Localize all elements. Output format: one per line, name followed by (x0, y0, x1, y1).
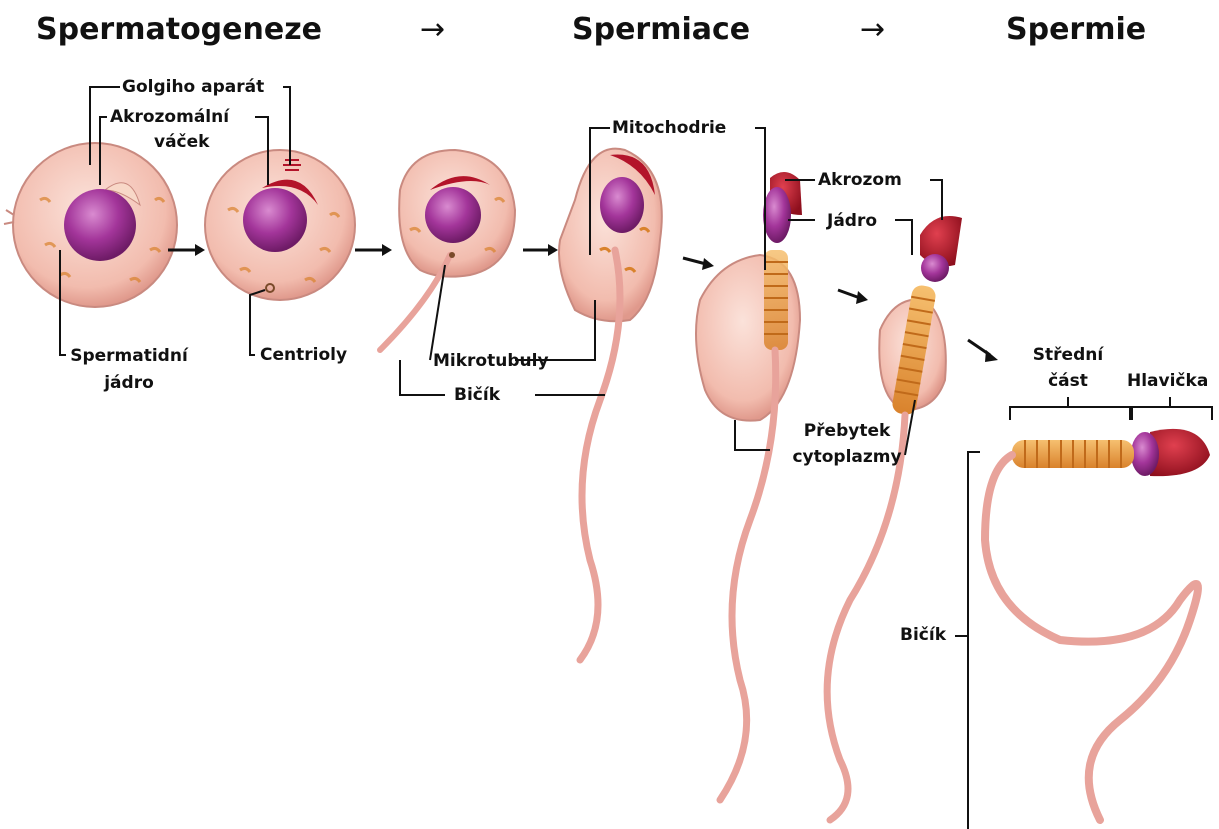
mature-spermatozoon (985, 429, 1210, 820)
title-spermiogenesis: Spermiace (572, 12, 750, 47)
title-spermatogenesis: Spermatogeneze (36, 12, 322, 47)
label-excess-cytoplasm-2: cytoplazmy (772, 446, 922, 468)
label-acrosome: Akrozom (818, 169, 902, 191)
cell-stage-3 (380, 150, 515, 350)
label-head: Hlavička (1127, 370, 1208, 392)
label-mitochondria: Mitochodrie (612, 117, 726, 139)
title-spermatozoon: Spermie (1006, 12, 1146, 47)
cell-stage-1 (4, 143, 177, 307)
title-arrow-1: → (420, 12, 445, 47)
label-nucleus: Jádro (827, 210, 877, 232)
label-spermatid-nucleus-1: Spermatidní (64, 345, 194, 367)
title-arrow-2: → (860, 12, 885, 47)
label-microtubules: Mikrotubuly (433, 350, 549, 372)
cell-stage-2 (205, 150, 355, 300)
label-flagellum-mature: Bičík (900, 624, 946, 646)
label-flagellum: Bičík (454, 384, 500, 406)
label-acrosomal-vesicle-1: Akrozomální (110, 106, 229, 128)
label-excess-cytoplasm-1: Přebytek (772, 420, 922, 442)
label-spermatid-nucleus-2: jádro (64, 372, 194, 394)
label-acrosomal-vesicle-2: váček (154, 131, 209, 153)
cell-stage-4 (559, 149, 662, 660)
label-midpiece-2: část (1018, 370, 1118, 392)
cell-stage-6 (827, 216, 962, 820)
label-centrioles: Centrioly (260, 344, 347, 366)
label-midpiece-1: Střední (1018, 344, 1118, 366)
label-golgi: Golgiho aparát (122, 76, 264, 98)
